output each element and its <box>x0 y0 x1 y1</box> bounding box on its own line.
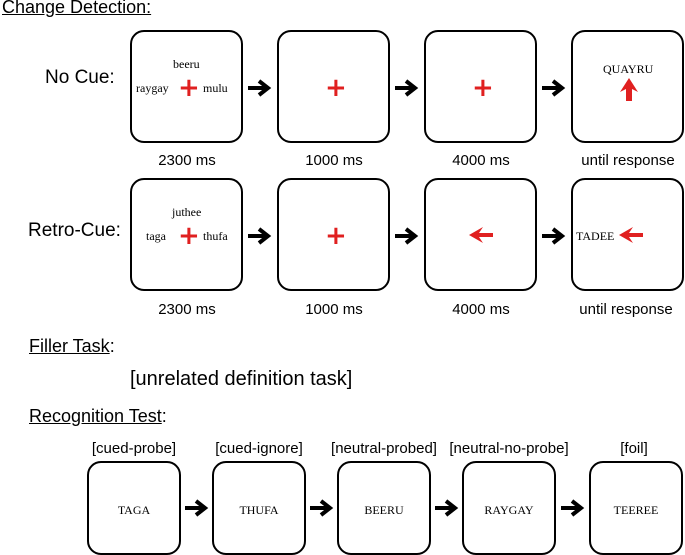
sequence-arrow-icon <box>561 499 585 517</box>
filler-task-description: [unrelated definition task] <box>130 368 353 390</box>
no-cue-probe-frame: QUAYRU <box>571 30 684 143</box>
probe-word: QUAYRU <box>603 62 654 76</box>
sequence-arrow-icon <box>185 499 209 517</box>
condition-label: [cued-ignore] <box>215 440 303 457</box>
sequence-arrow-icon <box>395 227 419 245</box>
recognition-test-heading-group: Recognition Test: <box>29 406 167 427</box>
no-cue-delay-frame: + <box>277 30 390 143</box>
filler-task-heading: Filler Task <box>29 336 110 356</box>
encoding-word-left: raygay <box>136 81 169 95</box>
recognition-frame: TAGA <box>87 461 181 555</box>
fixation-plus-icon: + <box>178 221 200 251</box>
timing-label: 2300 ms <box>158 152 216 169</box>
heading-colon: : <box>109 336 115 356</box>
encoding-word-left: taga <box>146 229 166 243</box>
encoding-word-right: thufa <box>203 229 228 243</box>
retro-cue-label: Retro-Cue: <box>28 220 121 241</box>
sequence-arrow-icon <box>395 79 419 97</box>
recognition-word: RAYGAY <box>484 503 534 517</box>
recognition-frame: BEERU <box>337 461 431 555</box>
fixation-plus-icon: + <box>178 73 200 103</box>
no-cue-label: No Cue: <box>45 67 115 88</box>
fixation-plus-icon: + <box>472 73 494 103</box>
red-left-arrow-icon <box>469 227 493 243</box>
condition-label: [foil] <box>620 440 648 457</box>
recognition-frame: THUFA <box>212 461 306 555</box>
condition-label: [neutral-no-probe] <box>449 440 569 457</box>
fixation-plus-icon: + <box>325 221 347 251</box>
timing-label: 2300 ms <box>158 301 216 318</box>
probe-word: TADEE <box>576 229 615 243</box>
retro-cue-probe-frame: TADEE <box>571 178 684 291</box>
red-left-arrow-icon <box>619 227 643 243</box>
no-cue-encoding-frame: beeru raygay + mulu <box>130 30 243 143</box>
timing-label: 4000 ms <box>452 301 510 318</box>
no-cue-cue-frame: + <box>424 30 537 143</box>
recognition-frame: RAYGAY <box>462 461 556 555</box>
heading-colon: : <box>161 406 167 426</box>
timing-label: 1000 ms <box>305 301 363 318</box>
sequence-arrow-icon <box>248 227 272 245</box>
sequence-arrow-icon <box>542 227 566 245</box>
retro-cue-delay-frame: + <box>277 178 390 291</box>
recognition-word: THUFA <box>239 503 279 517</box>
sequence-arrow-icon <box>542 79 566 97</box>
condition-label: [neutral-probed] <box>331 440 437 457</box>
sequence-arrow-icon <box>435 499 459 517</box>
recognition-test-heading: Recognition Test <box>29 406 162 426</box>
recognition-word: BEERU <box>364 503 404 517</box>
condition-label: [cued-probe] <box>91 440 177 457</box>
encoding-word-top: beeru <box>173 57 200 71</box>
retro-cue-encoding-frame: juthee taga + thufa <box>130 178 243 291</box>
retro-cue-cue-frame <box>424 178 537 291</box>
fixation-plus-icon: + <box>325 73 347 103</box>
timing-label: 4000 ms <box>452 152 510 169</box>
recognition-word: TAGA <box>117 503 151 517</box>
sequence-arrow-icon <box>248 79 272 97</box>
timing-label: until response <box>579 301 673 318</box>
filler-task-heading-group: Filler Task: <box>29 336 115 357</box>
sequence-arrow-icon <box>310 499 334 517</box>
change-detection-heading: Change Detection: <box>2 0 152 17</box>
red-up-arrow-icon <box>620 78 638 101</box>
encoding-word-top: juthee <box>172 205 202 219</box>
recognition-word: TEEREE <box>613 503 659 517</box>
timing-label: until response <box>581 152 675 169</box>
timing-label: 1000 ms <box>305 152 363 169</box>
recognition-frame: TEEREE <box>589 461 683 555</box>
encoding-word-right: mulu <box>203 81 228 95</box>
